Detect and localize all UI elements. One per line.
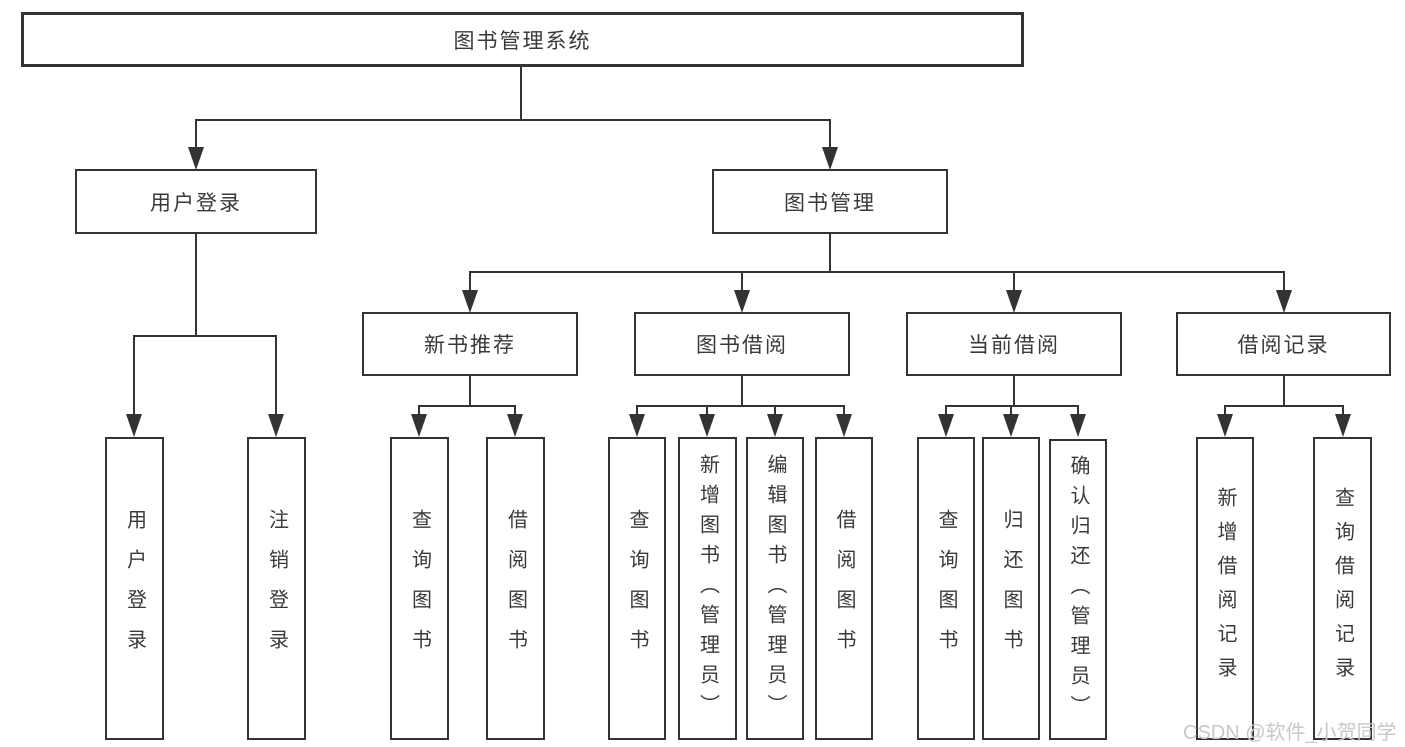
node-current-borrow-label: 当前借阅 <box>968 334 1060 357</box>
node-add-borrow-record: 新增借阅记录 <box>1196 437 1254 740</box>
node-borrow-book-recommend-label: 借阅图书 <box>504 508 527 669</box>
connector-line <box>741 375 743 406</box>
node-add-borrow-record-label: 新增借阅记录 <box>1214 486 1236 691</box>
arrow-down-icon <box>188 147 204 170</box>
node-query-book-borrow-label: 查询图书 <box>626 508 648 669</box>
connector-line <box>195 119 831 121</box>
connector-line <box>1010 405 1012 416</box>
connector-line <box>275 335 277 415</box>
node-query-borrow-record-label: 查询借阅记录 <box>1331 486 1354 691</box>
connector-line <box>1283 375 1285 406</box>
node-query-book-current: 查询图书 <box>917 437 975 740</box>
node-root: 图书管理系统 <box>21 12 1024 67</box>
node-new-book-recommend-label: 新书推荐 <box>424 334 516 357</box>
node-user-login-label: 用户登录 <box>150 191 242 215</box>
node-query-borrow-record: 查询借阅记录 <box>1313 437 1372 740</box>
connector-line <box>636 405 638 416</box>
arrow-down-icon <box>462 290 478 313</box>
node-book-management-label: 图书管理 <box>784 191 876 215</box>
connector-line <box>514 405 516 416</box>
connector-line <box>945 405 947 416</box>
node-root-label: 图书管理系统 <box>453 29 592 53</box>
arrow-down-icon <box>822 147 838 170</box>
node-edit-book-admin: 编辑图书（管理员） <box>746 437 804 740</box>
node-current-borrow: 当前借阅 <box>906 312 1122 376</box>
connector-line <box>945 405 1079 407</box>
node-query-book-borrow: 查询图书 <box>608 437 666 740</box>
arrow-down-icon <box>1276 290 1292 313</box>
connector-line <box>843 405 845 416</box>
node-return-book: 归还图书 <box>982 437 1040 740</box>
arrow-down-icon <box>836 414 852 437</box>
connector-line <box>636 405 845 407</box>
arrow-down-icon <box>629 414 645 437</box>
arrow-down-icon <box>1070 414 1086 437</box>
arrow-down-icon <box>1006 290 1022 313</box>
node-edit-book-admin-label: 编辑图书（管理员） <box>764 453 786 724</box>
node-book-borrow: 图书借阅 <box>634 312 850 376</box>
connector-line <box>774 405 776 416</box>
node-book-borrow-label: 图书借阅 <box>696 334 788 357</box>
watermark: CSDN @软件_小贺同学 <box>1183 722 1397 744</box>
node-confirm-return-admin: 确认归还（管理员） <box>1049 439 1107 740</box>
node-new-book-recommend: 新书推荐 <box>362 312 578 376</box>
connector-line <box>1283 271 1285 291</box>
arrow-down-icon <box>734 290 750 313</box>
arrow-down-icon <box>767 414 783 437</box>
node-login: 用户登录 <box>105 437 164 740</box>
node-book-management: 图书管理 <box>712 169 948 234</box>
connector-line <box>418 405 420 416</box>
node-user-login: 用户登录 <box>75 169 317 234</box>
connector-line <box>418 405 516 407</box>
connector-line <box>195 233 197 336</box>
connector-line <box>133 335 135 415</box>
connector-line <box>469 271 1285 273</box>
node-logout-label: 注销登录 <box>265 508 288 669</box>
node-add-book-admin: 新增图书（管理员） <box>678 437 737 740</box>
node-query-book-recommend: 查询图书 <box>390 437 449 740</box>
connector-line <box>1077 405 1079 416</box>
node-query-book-current-label: 查询图书 <box>935 508 957 669</box>
connector-line <box>1224 405 1226 416</box>
node-return-book-label: 归还图书 <box>1000 508 1022 669</box>
node-login-label: 用户登录 <box>123 508 146 669</box>
arrow-down-icon <box>938 414 954 437</box>
node-borrow-book-label: 借阅图书 <box>833 508 855 669</box>
connector-line <box>829 233 831 272</box>
node-borrow-book-recommend: 借阅图书 <box>486 437 545 740</box>
connector-line <box>1224 405 1344 407</box>
connector-line <box>1013 271 1015 291</box>
node-logout: 注销登录 <box>247 437 306 740</box>
connector-line <box>469 375 471 406</box>
arrow-down-icon <box>1217 414 1233 437</box>
arrow-down-icon <box>126 414 142 437</box>
arrow-down-icon <box>699 414 715 437</box>
node-query-book-recommend-label: 查询图书 <box>408 508 431 669</box>
arrow-down-icon <box>268 414 284 437</box>
node-add-book-admin-label: 新增图书（管理员） <box>696 453 719 724</box>
connector-line <box>741 271 743 291</box>
connector-line <box>133 335 277 337</box>
connector-line <box>1342 405 1344 416</box>
node-confirm-return-admin-label: 确认归还（管理员） <box>1067 454 1089 725</box>
arrow-down-icon <box>1335 414 1351 437</box>
arrow-down-icon <box>411 414 427 437</box>
connector-line <box>1013 375 1015 406</box>
node-borrow-records: 借阅记录 <box>1176 312 1391 376</box>
connector-line <box>706 405 708 416</box>
connector-line <box>469 271 471 291</box>
connector-line <box>829 119 831 150</box>
connector-line <box>520 67 522 120</box>
node-borrow-records-label: 借阅记录 <box>1237 334 1330 357</box>
connector-line <box>195 119 197 150</box>
node-borrow-book: 借阅图书 <box>815 437 873 740</box>
arrow-down-icon <box>1003 414 1019 437</box>
arrow-down-icon <box>507 414 523 437</box>
